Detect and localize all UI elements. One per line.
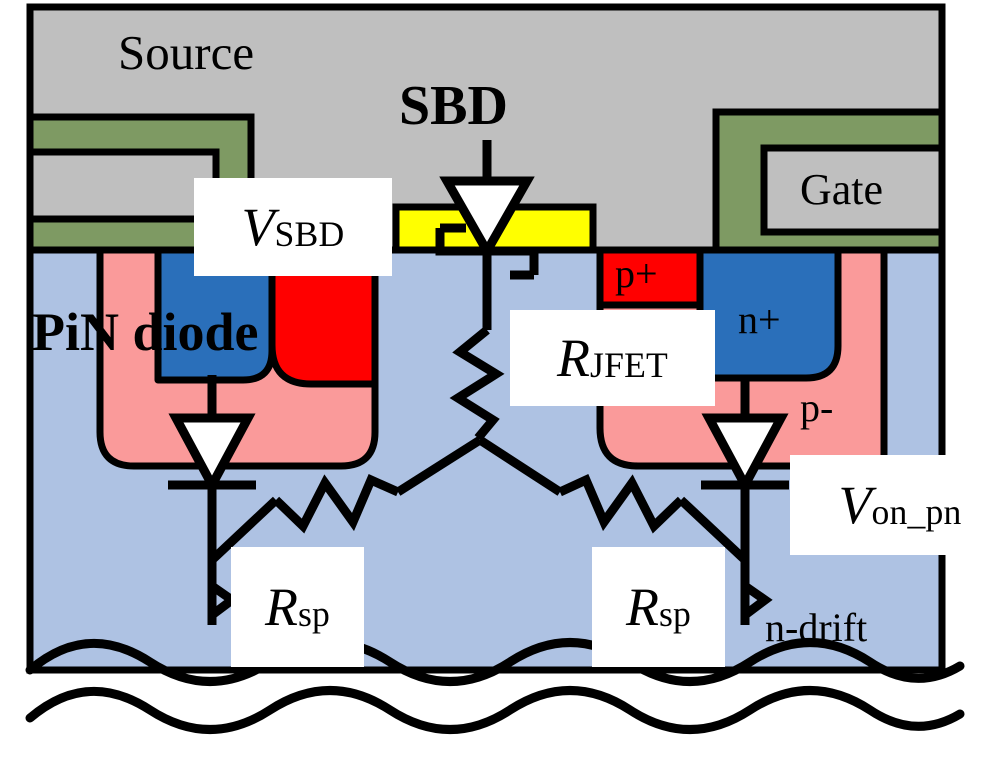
resistor-sp-left-zigzag — [272, 474, 400, 534]
r-sp-left-symbol: R — [264, 577, 298, 637]
v-on-pn-subscript: on_pn — [871, 492, 962, 532]
pn-diode-left-triangle — [168, 413, 256, 495]
branch-left-wire-b — [208, 496, 280, 564]
label-p-plus: p+ — [615, 251, 658, 296]
v-sbd-symbol: V — [241, 197, 275, 257]
branch-right-wire-a — [477, 436, 563, 496]
branch-right-wire-b — [677, 496, 749, 564]
r-sp-right-symbol: R — [625, 577, 659, 637]
region-gate-poly-left — [26, 148, 220, 223]
schottky-diode-triangle — [439, 176, 535, 261]
pn-diode-right-kink — [742, 582, 773, 619]
annotation-pin-diode: PiN diode — [32, 302, 259, 362]
pn-diode-right-triangle — [701, 413, 789, 495]
r-sp-right-subscript: sp — [658, 594, 692, 634]
region-n-plus-right — [696, 246, 842, 382]
annotation-sbd: SBD — [399, 75, 508, 137]
v-sbd-subscript: SBD — [274, 214, 345, 254]
label-gate: Gate — [800, 165, 884, 214]
label-p-minus: p- — [800, 385, 834, 430]
r-jfet-subscript: JFET — [590, 345, 668, 385]
r-sp-left-subscript: sp — [297, 594, 331, 634]
circuit-overlay — [168, 140, 789, 625]
r-jfet-symbol: R — [557, 328, 590, 388]
resistor-jfet-zigzag — [449, 326, 505, 441]
label-n-plus: n+ — [738, 297, 781, 342]
substrate-break-line-upper — [25, 638, 965, 686]
label-source: Source — [118, 25, 255, 80]
v-on-pn-symbol: V — [838, 475, 872, 535]
label-n-drift: n-drift — [765, 605, 868, 650]
region-p-plus-left — [268, 246, 379, 388]
resistor-sp-right-zigzag — [558, 473, 685, 534]
substrate-break-line-lower — [25, 686, 965, 734]
branch-left-wire-a — [395, 436, 483, 496]
